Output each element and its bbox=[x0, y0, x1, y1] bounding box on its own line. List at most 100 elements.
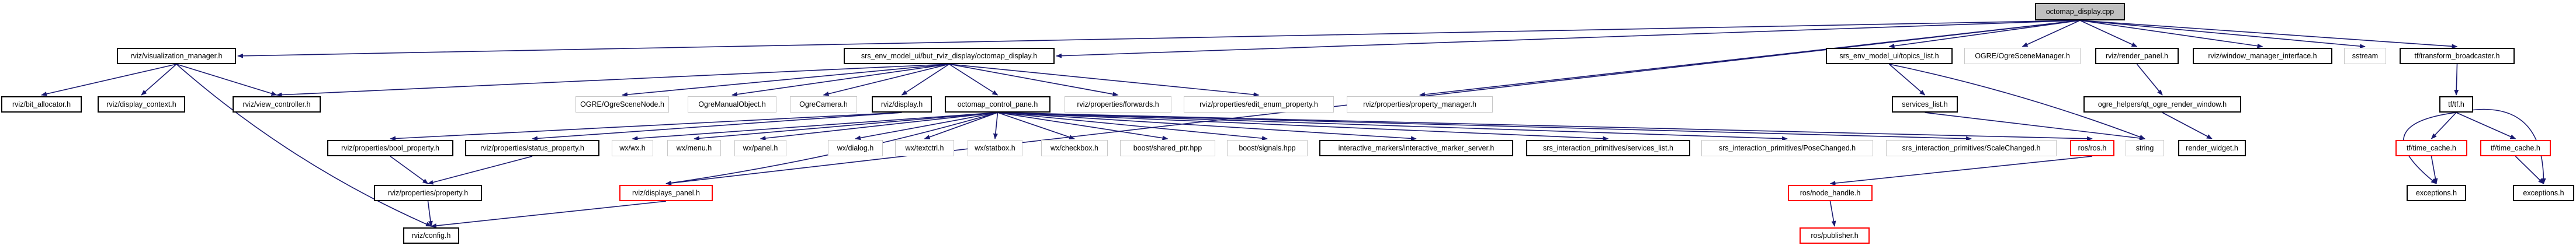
edge-topics_list-to-string bbox=[1889, 64, 2145, 139]
edge-qt_ogre_rw-to-render_widget bbox=[2162, 112, 2213, 139]
edge-ros_ros-to-node_handle bbox=[1829, 156, 2093, 186]
graph-node-sip_services[interactable]: srs_interaction_primitives/services_list… bbox=[1526, 140, 1690, 156]
edge-control_pane-to-wx_wx bbox=[632, 112, 998, 141]
edge-octo_disp_h-to-control_pane bbox=[949, 64, 998, 96]
edge-root-to-sstream bbox=[2079, 20, 2366, 49]
graph-node-win_mgr_iface[interactable]: rviz/window_manager_interface.h bbox=[2193, 48, 2332, 64]
graph-node-octo_disp_h[interactable]: srs_env_model_ui/but_rviz_display/octoma… bbox=[844, 48, 1055, 64]
edge-node_handle-to-publisher bbox=[1829, 201, 1836, 227]
graph-node-time_cache2[interactable]: tf/time_cache.h bbox=[2480, 140, 2551, 156]
edge-root-to-tf_broadcaster bbox=[2079, 20, 2458, 49]
edge-property_h-to-config_h bbox=[427, 201, 433, 227]
edge-topics_list-to-services_list bbox=[1888, 64, 1926, 96]
edge-vis_mgr-to-config_h bbox=[176, 64, 432, 227]
edge-control_pane-to-wx_textctrl bbox=[924, 112, 998, 139]
graph-node-boost_signals: boost/signals.hpp bbox=[1227, 140, 1308, 156]
graph-node-time_cache1[interactable]: tf/time_cache.h bbox=[2395, 140, 2467, 156]
edge-control_pane-to-sip_pose bbox=[997, 112, 1788, 141]
graph-node-bit_alloc[interactable]: rviz/bit_allocator.h bbox=[1, 96, 82, 113]
graph-node-tf_broadcaster[interactable]: tf/transform_broadcaster.h bbox=[2400, 48, 2515, 64]
graph-node-rviz_display[interactable]: rviz/display.h bbox=[872, 96, 932, 113]
edge-root-to-vis_mgr bbox=[237, 20, 2081, 58]
edge-octo_disp_h-to-ogre_camera bbox=[823, 64, 949, 96]
edge-control_pane-to-sip_services bbox=[997, 112, 1609, 141]
graph-node-boost_shared: boost/shared_ptr.hpp bbox=[1120, 140, 1215, 156]
graph-node-ogre_scene_mgr: OGRE/OgreSceneManager.h bbox=[1964, 48, 2081, 64]
graph-node-topics_list[interactable]: srs_env_model_ui/topics_list.h bbox=[1826, 48, 1953, 64]
graph-node-vis_mgr[interactable]: rviz/visualization_manager.h bbox=[117, 48, 236, 64]
edge-root-to-win_mgr_iface bbox=[2079, 20, 2263, 48]
edge-services_list-to-string bbox=[1925, 112, 2145, 141]
graph-node-ogre_scene_node: OGRE/OgreSceneNode.h bbox=[575, 96, 669, 113]
edge-control_pane-to-wx_statbox bbox=[993, 112, 998, 139]
graph-node-sip_scale: srs_interaction_primitives/ScaleChanged.… bbox=[1886, 140, 2057, 156]
edge-tf_tf-to-exceptions1 bbox=[2403, 112, 2457, 184]
edge-control_pane-to-wx_panel bbox=[760, 112, 998, 141]
edge-root-to-render_panel bbox=[2079, 20, 2138, 47]
edge-vis_mgr-to-disp_ctx bbox=[141, 64, 177, 96]
graph-node-forwards: rviz/properties/forwards.h bbox=[1065, 96, 1171, 113]
graph-node-ros_ros[interactable]: ros/ros.h bbox=[2070, 140, 2114, 156]
graph-node-qt_ogre_rw[interactable]: ogre_helpers/qt_ogre_render_window.h bbox=[2083, 96, 2241, 113]
graph-node-status_prop[interactable]: rviz/properties/status_property.h bbox=[465, 140, 599, 156]
graph-node-property_h[interactable]: rviz/properties/property.h bbox=[374, 185, 482, 201]
graph-node-node_handle[interactable]: ros/node_handle.h bbox=[1788, 185, 1873, 201]
graph-node-wx_panel: wx/panel.h bbox=[734, 140, 786, 156]
graph-node-wx_menu: wx/menu.h bbox=[667, 140, 721, 156]
edge-vis_mgr-to-bit_alloc bbox=[41, 64, 177, 96]
edge-octo_disp_h-to-forwards bbox=[949, 64, 1119, 97]
edge-rviz_display-to-status_prop bbox=[532, 112, 902, 141]
graph-node-wx_dialog: wx/dialog.h bbox=[828, 140, 883, 156]
graph-node-wx_checkbox: wx/checkbox.h bbox=[1041, 140, 1108, 156]
graph-node-root: octomap_display.cpp bbox=[2035, 3, 2125, 20]
graph-node-disp_ctx[interactable]: rviz/display_context.h bbox=[98, 96, 185, 113]
edge-bool_prop-to-property_h bbox=[390, 156, 429, 184]
edge-control_pane-to-boost_shared bbox=[997, 112, 1169, 141]
edge-root-to-ogre_scene_mgr bbox=[2022, 20, 2081, 47]
graph-node-control_pane[interactable]: octomap_control_pane.h bbox=[945, 96, 1050, 113]
graph-node-sip_pose: srs_interaction_primitives/PoseChanged.h bbox=[1701, 140, 1873, 156]
graph-node-publisher[interactable]: ros/publisher.h bbox=[1800, 227, 1870, 244]
edge-vis_mgr-to-view_ctrl bbox=[176, 64, 278, 96]
edge-root-to-octo_disp_h bbox=[1056, 20, 2081, 58]
graph-node-config_h[interactable]: rviz/config.h bbox=[403, 227, 459, 244]
edge-tf_tf-to-time_cache2 bbox=[2456, 112, 2516, 139]
graph-node-wx_textctrl: wx/textctrl.h bbox=[895, 140, 954, 156]
edge-octo_disp_h-to-ogre_scene_node bbox=[622, 64, 949, 97]
edge-render_panel-to-qt_ogre_rw bbox=[2136, 64, 2163, 96]
graph-node-exceptions1[interactable]: exceptions.h bbox=[2407, 185, 2466, 201]
graph-node-prop_mgr: rviz/properties/property_manager.h bbox=[1347, 96, 1493, 113]
edge-root-to-topics_list bbox=[1888, 20, 2081, 48]
edge-octo_disp_h-to-rviz_display bbox=[901, 64, 949, 96]
edge-displays_panel-to-config_h bbox=[431, 201, 667, 229]
graph-node-render_panel[interactable]: rviz/render_panel.h bbox=[2095, 48, 2179, 64]
graph-node-tf_tf[interactable]: tf/tf.h bbox=[2439, 96, 2473, 113]
graph-node-im_server[interactable]: interactive_markers/interactive_marker_s… bbox=[1319, 140, 1513, 156]
graph-node-wx_wx: wx/wx.h bbox=[612, 140, 653, 156]
graph-node-sstream: sstream bbox=[2344, 48, 2386, 64]
edge-time_cache1-to-exceptions1 bbox=[2431, 156, 2438, 184]
edge-tf_tf-to-exceptions2 bbox=[2456, 108, 2546, 184]
edge-control_pane-to-wx_menu bbox=[694, 112, 998, 141]
graph-node-view_ctrl[interactable]: rviz/view_controller.h bbox=[233, 96, 321, 113]
edge-control_pane-to-im_server bbox=[997, 112, 1417, 141]
graph-node-exceptions2[interactable]: exceptions.h bbox=[2513, 185, 2574, 201]
edge-octo_disp_h-to-edit_enum bbox=[949, 64, 1260, 97]
edge-time_cache2-to-exceptions2 bbox=[2515, 156, 2544, 184]
edge-control_pane-to-boost_signals bbox=[997, 112, 1268, 141]
edge-control_pane-to-wx_checkbox bbox=[997, 112, 1075, 139]
graph-node-bool_prop[interactable]: rviz/properties/bool_property.h bbox=[327, 140, 453, 156]
edge-status_prop-to-property_h bbox=[427, 156, 533, 185]
edge-tf_tf-to-time_cache1 bbox=[2431, 112, 2457, 139]
graph-node-displays_panel[interactable]: rviz/displays_panel.h bbox=[619, 185, 713, 201]
edge-control_pane-to-wx_dialog bbox=[855, 112, 998, 141]
edge-octo_disp_h-to-view_ctrl bbox=[276, 64, 949, 97]
edge-control_pane-to-sip_scale bbox=[997, 112, 1972, 141]
graph-node-ogre_manual_obj: OgreManualObject.h bbox=[688, 96, 776, 113]
graph-node-render_widget[interactable]: render_widget.h bbox=[2178, 140, 2246, 156]
graph-node-edit_enum: rviz/properties/edit_enum_property.h bbox=[1184, 96, 1334, 113]
graph-node-wx_statbox: wx/statbox.h bbox=[968, 140, 1022, 156]
graph-node-services_list[interactable]: services_list.h bbox=[1892, 96, 1958, 113]
